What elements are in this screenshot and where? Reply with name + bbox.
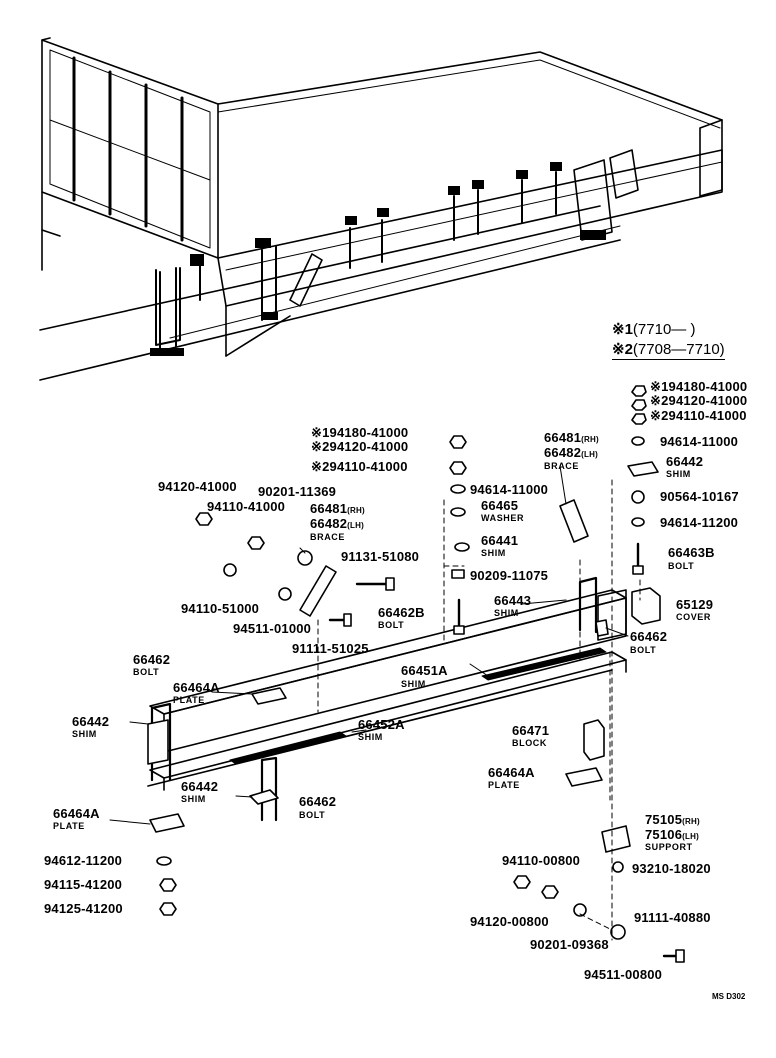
part-label: 91111-40880 xyxy=(634,910,711,925)
part-label: 66462B xyxy=(378,605,425,620)
part-label-75106: 75106(LH) xyxy=(645,827,699,842)
part-desc: PLATE xyxy=(173,695,205,705)
legend-range: (7710— ) xyxy=(632,321,696,338)
part-label: 90564-10167 xyxy=(660,489,739,504)
part-desc: SHIM xyxy=(666,469,691,479)
part-label: 66463B xyxy=(668,545,715,560)
part-label-66481: 66481(RH) xyxy=(544,430,599,445)
part-label: 94614-11200 xyxy=(660,515,739,530)
legend-range: (7708—7710) xyxy=(632,341,725,358)
part-desc: SHIM xyxy=(72,729,97,739)
part-label: 66442 xyxy=(181,779,219,794)
part-label: 91131-51080 xyxy=(341,549,420,564)
legend-item-2: ※2(7708—7710) xyxy=(612,342,725,360)
part-label: 66462 xyxy=(299,794,337,809)
part-label: 66464A xyxy=(53,806,100,821)
part-label-75105: 75105(RH) xyxy=(645,812,700,827)
part-label: 66464A xyxy=(488,765,535,780)
part-label: 94511-01000 xyxy=(233,621,312,636)
part-label: ※294120-41000 xyxy=(650,393,748,408)
part-desc: PLATE xyxy=(488,780,520,790)
part-label: 90201-09368 xyxy=(530,937,609,952)
part-label: 66462 xyxy=(630,629,668,644)
drawing-code: MS D302 xyxy=(712,992,746,1001)
legend-mark: ※1 xyxy=(612,321,633,338)
part-desc: BOLT xyxy=(299,810,326,820)
legend-mark: ※2 xyxy=(612,341,633,358)
legend-item-1: ※1(7710— ) xyxy=(612,322,695,337)
part-desc: BRACE xyxy=(544,461,580,471)
part-label: 94110-41000 xyxy=(207,499,286,514)
part-label: 94115-41200 xyxy=(44,877,123,892)
part-label: ※194180-41000 xyxy=(311,425,409,440)
part-label: 94125-41200 xyxy=(44,901,123,916)
part-desc: BLOCK xyxy=(512,738,547,748)
part-desc: SHIM xyxy=(494,608,519,618)
part-label: 90209-11075 xyxy=(470,568,549,583)
part-label: ※294110-41000 xyxy=(650,408,747,423)
part-label: 93210-18020 xyxy=(632,861,711,876)
part-label: 94120-41000 xyxy=(158,479,237,494)
part-label: 94614-11000 xyxy=(660,434,739,449)
part-label: 91111-51025 xyxy=(292,641,369,656)
part-desc: SHIM xyxy=(181,794,206,804)
part-desc: BOLT xyxy=(630,645,657,655)
part-label: 94120-00800 xyxy=(470,914,549,929)
part-label: 66443 xyxy=(494,593,532,608)
part-label: 94110-00800 xyxy=(502,853,581,868)
part-label: 66442 xyxy=(666,454,704,469)
part-desc: BOLT xyxy=(668,561,695,571)
part-desc: COVER xyxy=(676,612,712,622)
part-label-66481: 66481(RH) xyxy=(310,501,365,516)
part-label-66482: 66482(LH) xyxy=(544,445,598,460)
truck-bed-illustration xyxy=(39,37,723,381)
part-desc: BRACE xyxy=(310,532,346,542)
part-label: ※294110-41000 xyxy=(311,459,408,474)
leader-lines xyxy=(109,465,629,825)
part-desc: BOLT xyxy=(133,667,160,677)
part-label: ※294120-41000 xyxy=(311,439,409,454)
part-label: 94612-11200 xyxy=(44,853,123,868)
part-desc: SHIM xyxy=(358,732,383,742)
part-desc: BOLT xyxy=(378,620,405,630)
small-parts xyxy=(147,385,685,963)
part-desc: SUPPORT xyxy=(645,842,693,852)
part-label: 94511-00800 xyxy=(584,967,663,982)
part-label: 66462 xyxy=(133,652,171,667)
part-label: 66441 xyxy=(481,533,519,548)
part-label: 66465 xyxy=(481,498,519,513)
part-desc: SHIM xyxy=(481,548,506,558)
part-desc: WASHER xyxy=(481,513,525,523)
part-label: 66452A xyxy=(358,717,405,732)
dashed-assembly-guides xyxy=(317,479,641,941)
part-label: 66464A xyxy=(173,680,220,695)
part-label: ※194180-41000 xyxy=(650,379,748,394)
part-label: 94110-51000 xyxy=(181,601,260,616)
part-label: 66471 xyxy=(512,723,550,738)
part-label: 66451A xyxy=(401,663,448,678)
part-desc: SHIM xyxy=(401,679,426,689)
part-label: 94614-11000 xyxy=(470,482,549,497)
part-label: 90201-11369 xyxy=(258,484,337,499)
part-desc: PLATE xyxy=(53,821,85,831)
part-label: 65129 xyxy=(676,597,714,612)
part-label: 66442 xyxy=(72,714,110,729)
part-label-66482: 66482(LH) xyxy=(310,516,364,531)
subframe-assembly xyxy=(147,589,627,791)
